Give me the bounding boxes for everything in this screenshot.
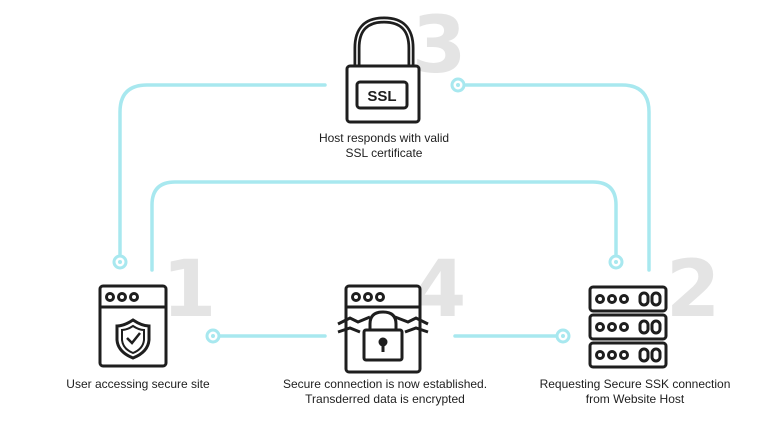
- caption-line: Transderred data is encrypted: [305, 392, 465, 406]
- endpoint-core: [614, 260, 618, 264]
- step-4-caption: Secure connection is now established. Tr…: [265, 377, 505, 407]
- step-2-caption: Requesting Secure SSK connection from We…: [520, 377, 750, 407]
- ssl-badge-label: SSL: [367, 88, 396, 105]
- padlock-icon: SSL: [345, 16, 421, 124]
- connector-outer-left: [118, 83, 327, 256]
- caption-line: Secure connection is now established.: [282, 377, 488, 391]
- caption-line: from Website Host: [585, 392, 685, 406]
- connector-inner: [150, 180, 618, 272]
- caption-line: Requesting Secure SSK connection: [539, 377, 731, 391]
- step-3-caption: Host responds with valid SSL certificate: [284, 131, 484, 161]
- step-1-caption: User accessing secure site: [48, 377, 228, 392]
- endpoint-core: [211, 334, 215, 338]
- caption-line: SSL certificate: [345, 146, 423, 160]
- endpoint-core: [456, 83, 460, 87]
- server-stack-icon: [588, 285, 668, 369]
- step-number-1: 1: [162, 245, 216, 335]
- connector-outer-right: [464, 83, 651, 272]
- caption-line: User accessing secure site: [66, 377, 210, 391]
- endpoint-core: [118, 260, 122, 264]
- endpoint-core: [561, 334, 565, 338]
- browser-shield-icon: [98, 284, 168, 368]
- step-number-3: 3: [412, 1, 466, 91]
- connector-lines: [118, 83, 651, 338]
- caption-line: Host responds with valid: [318, 131, 450, 145]
- browser-padlock-icon: [337, 284, 429, 374]
- step-number-2: 2: [666, 245, 720, 335]
